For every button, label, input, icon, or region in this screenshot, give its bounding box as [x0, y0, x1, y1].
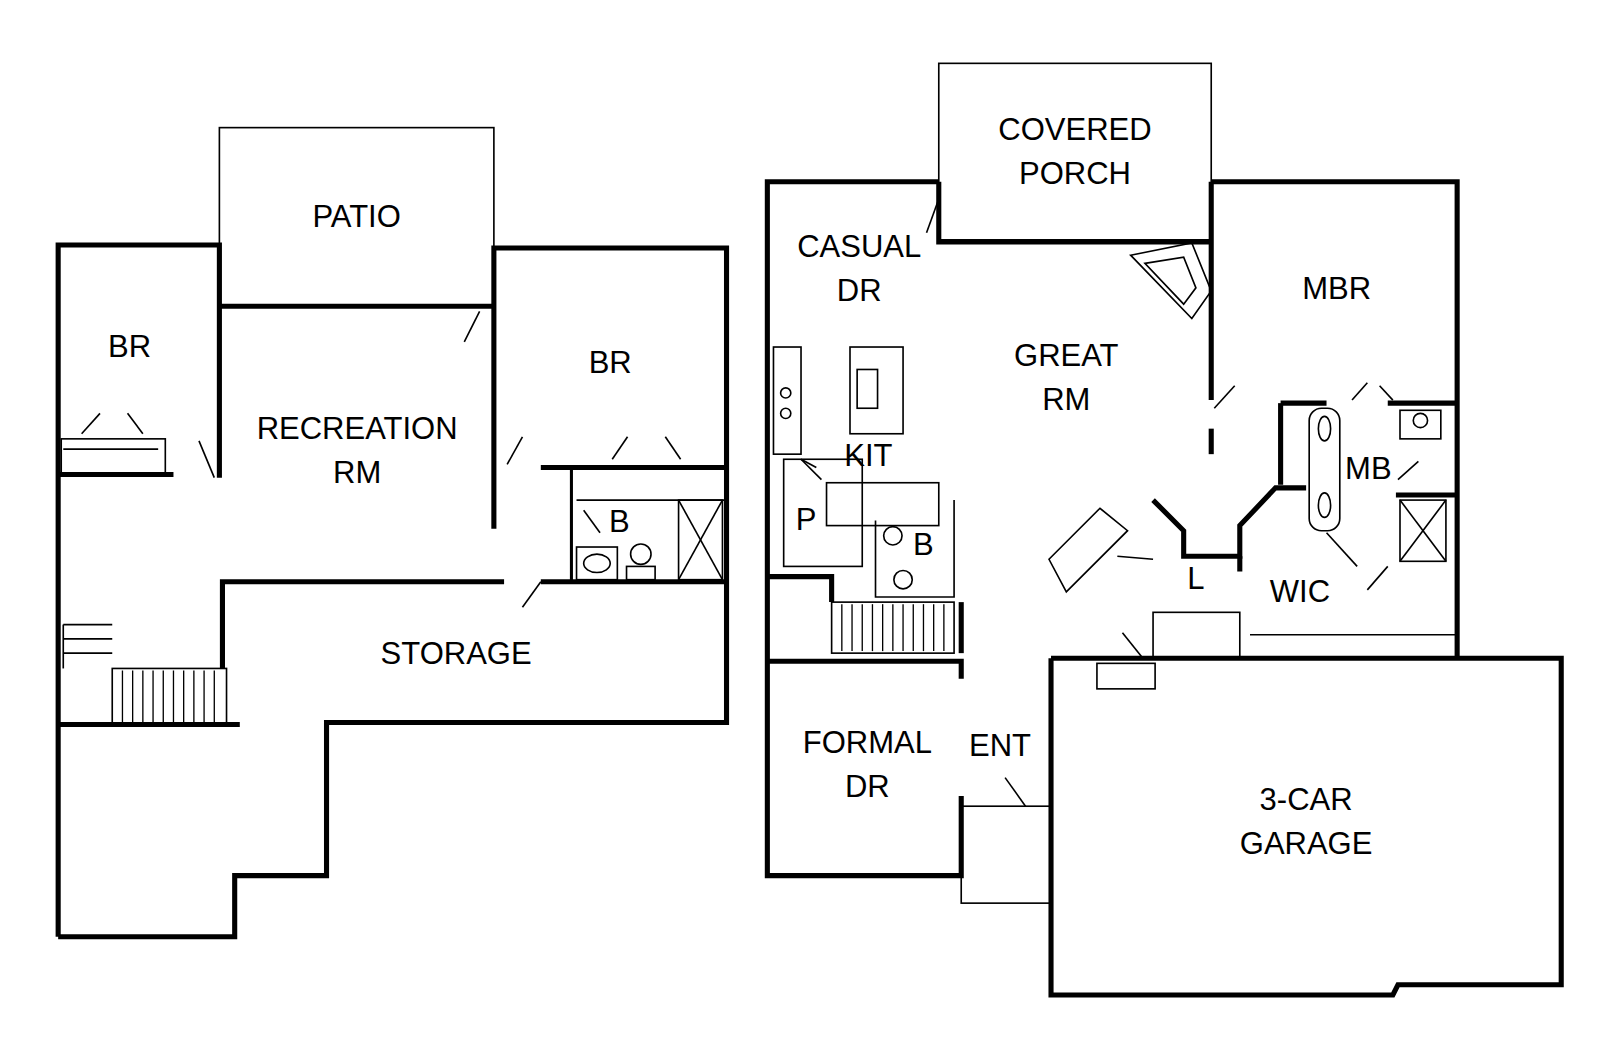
room-label: FORMAL DR: [783, 721, 951, 809]
room-label: BR: [84, 325, 176, 369]
room-label: B: [599, 500, 640, 544]
room-label: STORAGE: [354, 632, 558, 676]
room-label: KIT: [828, 434, 910, 478]
plan-area: PATIO: [221, 130, 491, 304]
plan-area: 3-CAR GARAGE: [1056, 663, 1556, 981]
room-name: COVERED PORCH: [973, 108, 1177, 196]
room-label: MBR: [1281, 267, 1393, 311]
room-label: WIC: [1259, 570, 1341, 614]
room-label: RECREATION RM: [230, 407, 485, 495]
room-label: B: [905, 523, 942, 567]
room-label: L: [1178, 557, 1215, 601]
room-label: CASUAL DR: [780, 225, 938, 313]
room-label: BR: [564, 341, 656, 385]
plan-area: COVERED PORCH: [941, 65, 1209, 237]
room-name: PATIO: [255, 195, 459, 239]
room-label: P: [786, 498, 827, 542]
room-label: GREAT RM: [995, 334, 1138, 422]
room-label: MB: [1338, 447, 1399, 491]
room-label: ENT: [959, 724, 1041, 768]
room-name: 3-CAR GARAGE: [1204, 778, 1408, 866]
